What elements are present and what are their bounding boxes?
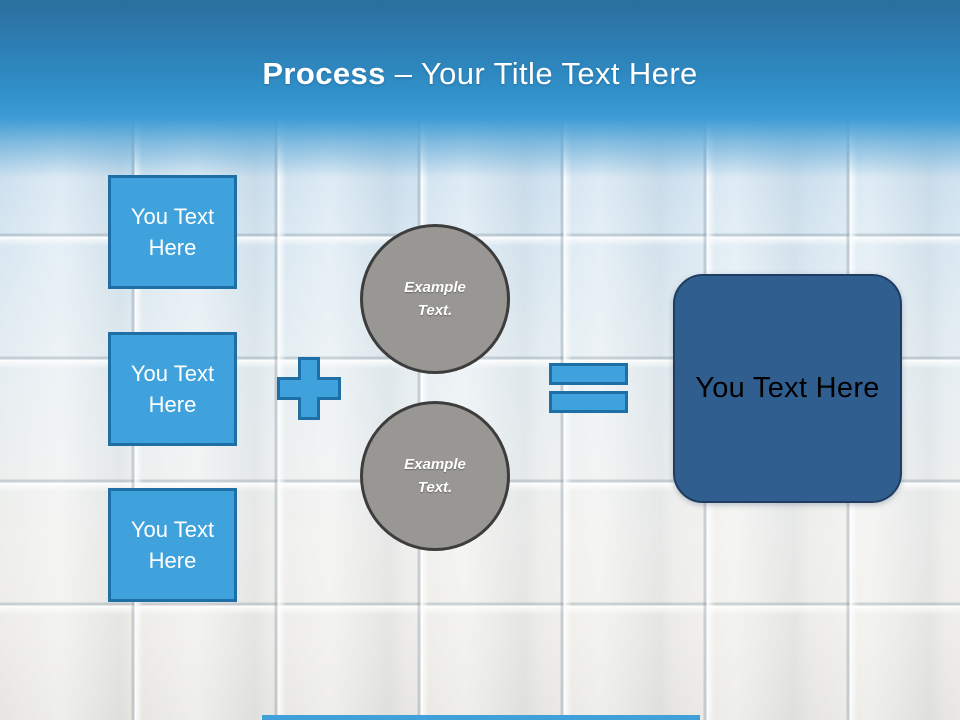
text-placeholder-box-1[interactable]: You Text Here: [108, 175, 237, 289]
equals-icon: [549, 363, 628, 413]
result-box[interactable]: You Text Here: [673, 274, 902, 503]
text-placeholder-label: You Text Here: [130, 360, 215, 417]
text-placeholder-label: You Text Here: [130, 516, 215, 573]
text-placeholder-label: You Text Here: [130, 203, 215, 260]
example-circle-label: Example Text.: [404, 455, 466, 496]
title-subtitle: – Your Title Text Here: [385, 56, 698, 91]
equals-bar-top: [549, 363, 628, 385]
text-placeholder-box-2[interactable]: You Text Here: [108, 332, 237, 446]
example-circle-2[interactable]: Example Text.: [360, 401, 510, 551]
example-circle-label: Example Text.: [404, 278, 466, 319]
example-circle-1[interactable]: Example Text.: [360, 224, 510, 374]
plus-icon: [277, 357, 341, 420]
result-box-label: You Text Here: [695, 372, 880, 404]
footer-accent-bar: [262, 715, 700, 720]
text-placeholder-box-3[interactable]: You Text Here: [108, 488, 237, 602]
title-keyword: Process: [262, 56, 386, 91]
header-banner: [0, 0, 960, 178]
slide-title: Process – Your Title Text Here: [0, 56, 960, 92]
equals-bar-bottom: [549, 391, 628, 413]
